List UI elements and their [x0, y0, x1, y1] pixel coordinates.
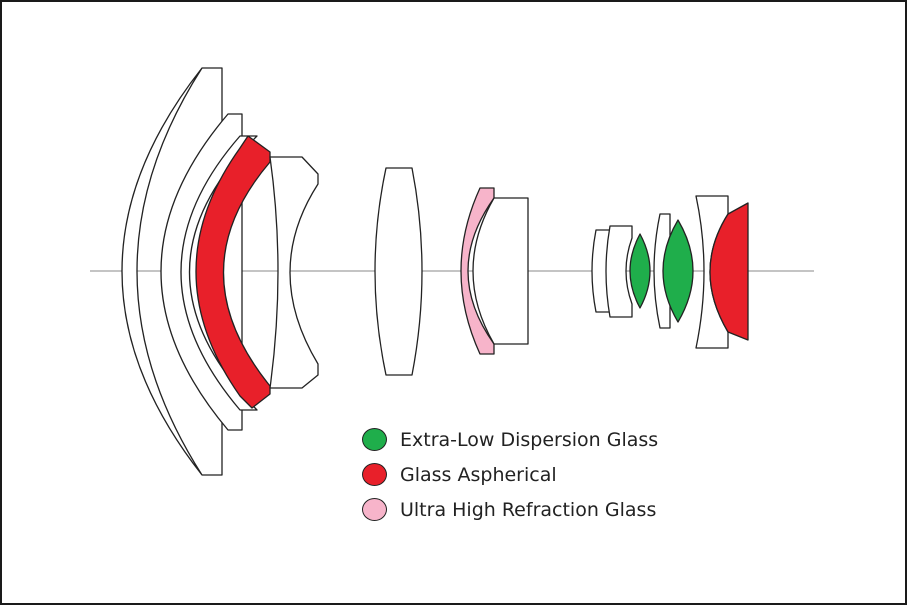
lens-element-9	[653, 213, 671, 329]
lens-element-uhr	[460, 187, 495, 355]
lens-element-8	[605, 225, 633, 318]
legend-swatch-green-circle	[362, 428, 387, 451]
lens-element-ed-2	[662, 219, 694, 323]
lens-element-1	[121, 67, 223, 476]
legend-swatch-red-circle	[362, 463, 387, 486]
legend-label: Ultra High Refraction Glass	[400, 498, 657, 521]
legend: Extra-Low Dispersion Glass Glass Aspheri…	[362, 422, 658, 527]
legend-label: Extra-Low Dispersion Glass	[400, 428, 659, 451]
lens-element-5	[374, 167, 423, 376]
lens-element-4	[269, 156, 319, 389]
lens-element-aspherical-1	[195, 135, 271, 409]
lens-element-aspherical-2	[709, 202, 749, 341]
lens-element-ed-1	[629, 233, 651, 309]
legend-item-extra-low-dispersion: Extra-Low Dispersion Glass	[362, 422, 658, 457]
lens-element-3	[180, 135, 258, 411]
legend-swatch-pink-circle	[362, 498, 387, 521]
lens-element-6	[472, 197, 529, 345]
lens-element-7	[591, 229, 611, 313]
legend-item-aspherical: Glass Aspherical	[362, 457, 658, 492]
legend-item-ultra-high-refraction: Ultra High Refraction Glass	[362, 492, 658, 527]
legend-label: Glass Aspherical	[400, 463, 557, 486]
